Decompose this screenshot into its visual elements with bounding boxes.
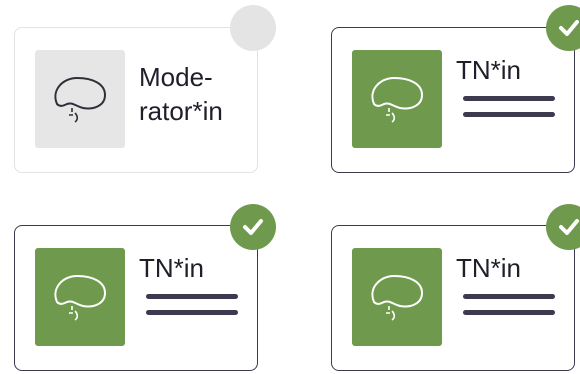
card-label: TN*in	[456, 55, 522, 85]
avatar	[35, 50, 125, 148]
avatar	[352, 248, 442, 346]
card-label: Mode- rator*in	[139, 62, 223, 126]
text-placeholder-lines	[146, 294, 238, 326]
selection-toggle[interactable]	[230, 5, 276, 51]
checkmark-icon	[559, 219, 579, 235]
checkmark-icon	[243, 219, 263, 235]
checkmark-icon	[559, 20, 579, 36]
participant-card-tn-2[interactable]: TN*in	[14, 225, 258, 371]
face-line-drawing-icon	[54, 274, 107, 321]
card-label: TN*in	[139, 253, 205, 283]
avatar	[352, 50, 442, 148]
participant-card-moderator[interactable]: Mode- rator*in	[14, 27, 258, 173]
avatar	[35, 248, 125, 346]
face-line-drawing-icon	[54, 76, 107, 123]
selection-toggle[interactable]	[546, 204, 580, 250]
face-line-drawing-icon	[371, 274, 424, 321]
text-placeholder-lines	[463, 96, 555, 128]
participant-card-tn-3[interactable]: TN*in	[331, 225, 575, 371]
card-label: TN*in	[456, 253, 522, 283]
participant-card-tn-1[interactable]: TN*in	[331, 27, 575, 173]
selection-toggle[interactable]	[230, 204, 276, 250]
face-line-drawing-icon	[371, 76, 424, 123]
selection-toggle[interactable]	[546, 5, 580, 51]
text-placeholder-lines	[463, 294, 555, 326]
